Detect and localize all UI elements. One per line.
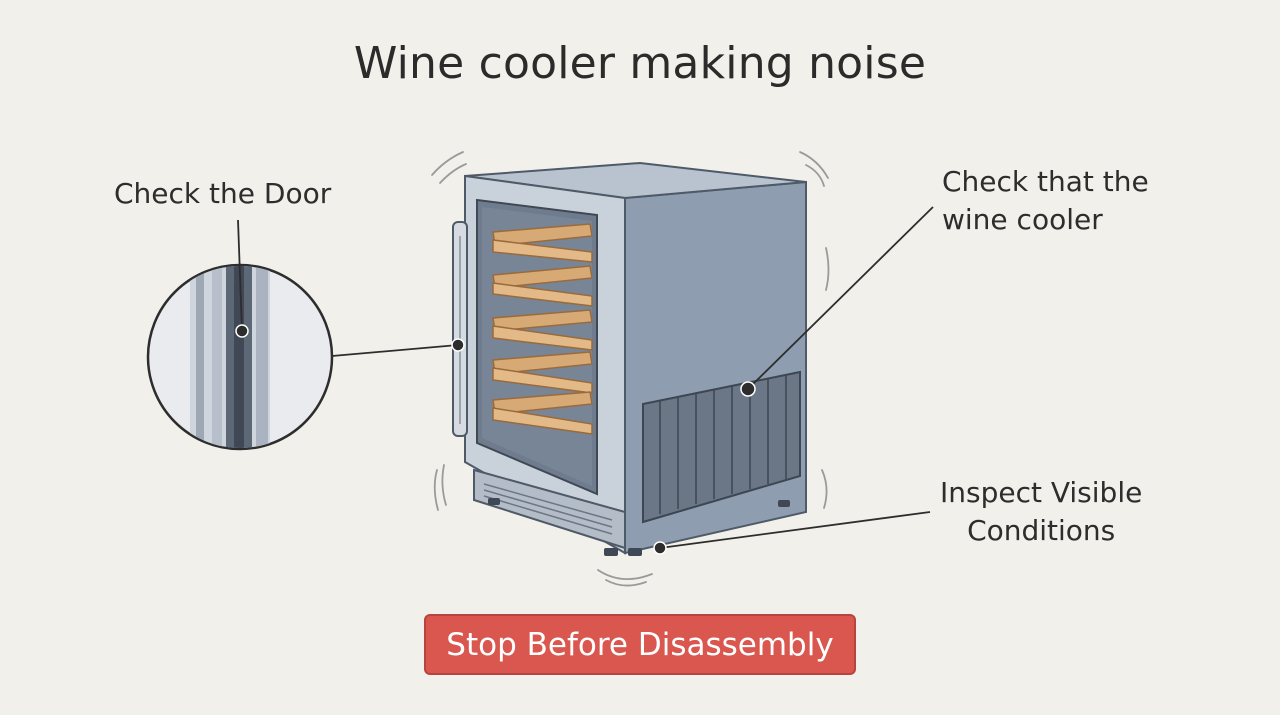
- label-check-cooler-line2: wine cooler: [942, 203, 1103, 236]
- label-inspect-line1: Inspect Visible: [940, 476, 1143, 509]
- label-check-door: Check the Door: [114, 175, 331, 213]
- stop-before-disassembly-button[interactable]: Stop Before Disassembly: [424, 614, 856, 675]
- label-check-cooler-line1: Check that the: [942, 165, 1149, 198]
- label-inspect-line2: Conditions: [967, 514, 1116, 547]
- vibration-marks: [431, 151, 830, 587]
- door-handle: [452, 221, 468, 437]
- cabinet-feet: [488, 498, 790, 556]
- label-check-door-text: Check the Door: [114, 177, 332, 210]
- wine-shelves: [492, 223, 593, 435]
- label-inspect-conditions: Inspect Visible Conditions: [940, 474, 1142, 550]
- vent-slats: [659, 375, 787, 514]
- leader-lines: [237, 206, 934, 549]
- door-seal-zoom-circle: [146, 263, 334, 451]
- leader-dots: [235, 324, 756, 555]
- label-check-cooler: Check that the wine cooler: [942, 163, 1149, 239]
- page-title: Wine cooler making noise: [353, 38, 927, 89]
